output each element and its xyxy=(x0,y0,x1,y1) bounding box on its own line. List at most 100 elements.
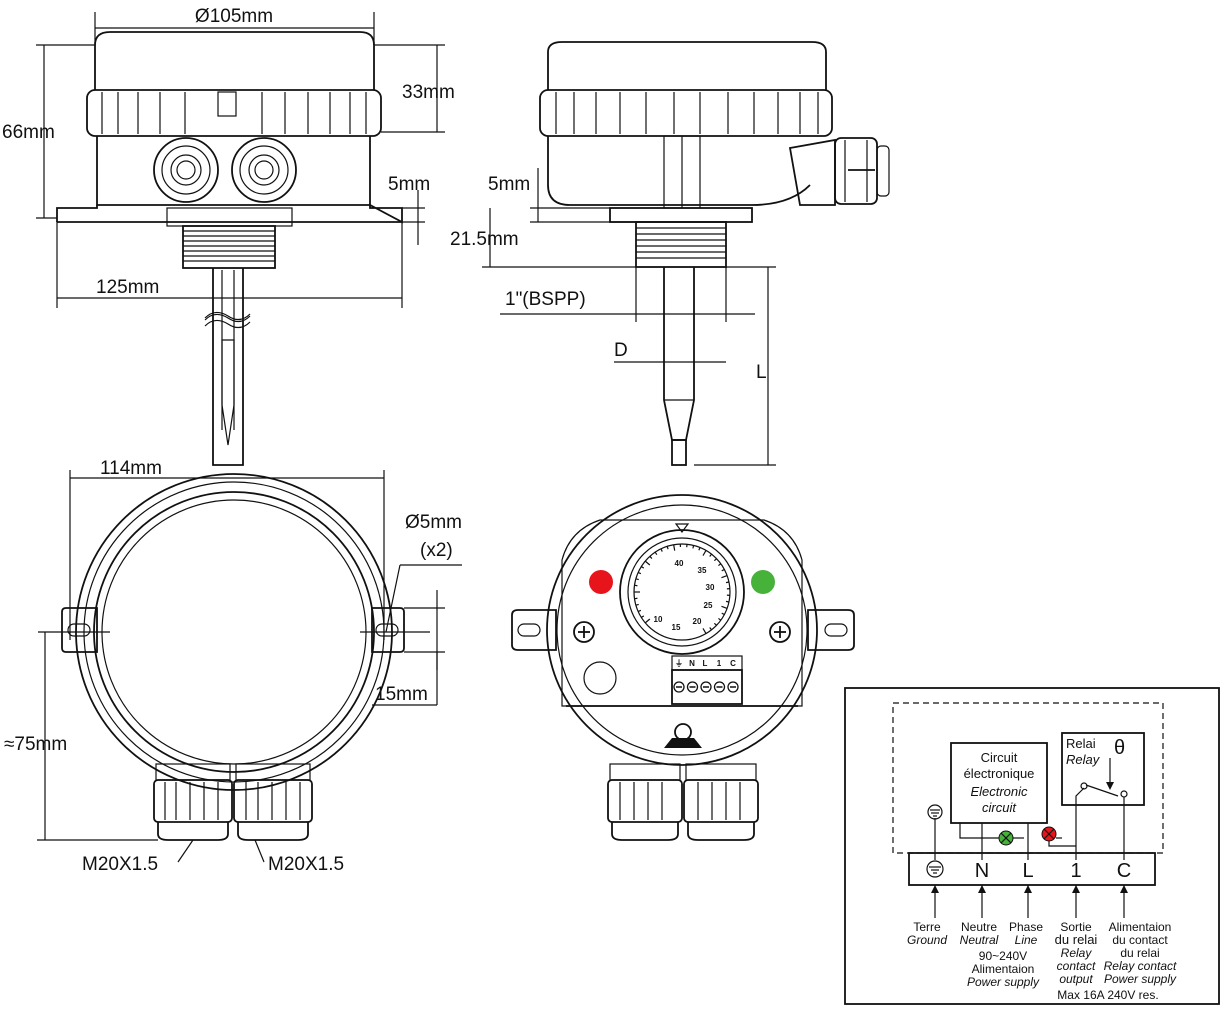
dial-tick-mark xyxy=(713,622,717,626)
dial-tick-mark xyxy=(718,617,722,621)
dial-tick-mark xyxy=(644,560,651,566)
dial-tick-mark xyxy=(666,546,669,550)
dial-tick-25: 25 xyxy=(704,601,713,610)
dim-hole-count: (x2) xyxy=(420,540,453,561)
label-alim-en-1: Relay contact xyxy=(1104,959,1177,973)
tb-l: L xyxy=(703,659,708,668)
label-neutral-fr: Neutre xyxy=(961,920,997,934)
dial-tick-30: 30 xyxy=(706,583,715,592)
label-gland-left: M20X1.5 xyxy=(82,854,158,875)
terminal-1: 1 xyxy=(1070,860,1081,882)
front-elevation-view: Ø105mm 66mm 33mm 5mm 125mm xyxy=(2,6,455,466)
led-red xyxy=(589,570,613,594)
dial-tick-mark xyxy=(721,605,728,609)
dial-tick-40: 40 xyxy=(675,559,684,568)
label-power-en: Power supply xyxy=(967,975,1040,989)
led-green xyxy=(751,570,775,594)
label-sortie-en-3: output xyxy=(1059,972,1093,986)
screw-right xyxy=(769,621,791,643)
label-sortie-1: Sortie xyxy=(1060,920,1092,934)
label-alim-2: du contact xyxy=(1112,933,1168,947)
ring-ribs xyxy=(101,91,367,134)
dial-tick-mark xyxy=(640,566,645,569)
dial-tick-mark xyxy=(644,618,651,624)
ground-terminal-symbol xyxy=(926,860,944,878)
dim-thread-height: 21.5mm xyxy=(450,229,519,250)
red-led-symbol xyxy=(1041,826,1076,847)
dial-tick-mark xyxy=(713,558,717,562)
dim-width-base: 125mm xyxy=(96,277,159,298)
terminal-n: N xyxy=(975,860,989,882)
screw-left xyxy=(573,621,595,643)
label-sortie-2: du relai xyxy=(1055,932,1098,947)
interior-glands xyxy=(607,763,759,841)
top-view: 114mm Ø5mm (x2) 15mm ≈75mm M20X1.5 M20X1… xyxy=(4,458,462,875)
dial-tick-mark xyxy=(640,615,645,618)
label-alim-en-2: Power supply xyxy=(1104,972,1177,986)
label-phase-fr: Phase xyxy=(1009,920,1043,934)
dim-thread-size: 1"(BSPP) xyxy=(505,289,586,310)
dial-tick-mark xyxy=(635,603,639,606)
circuit-fr-1: Circuit xyxy=(981,750,1018,765)
circuit-en-1: Electronic xyxy=(970,784,1028,799)
ground-symbol-top xyxy=(927,804,943,820)
label-alim-1: Alimentaion xyxy=(1109,920,1172,934)
front-glands xyxy=(153,137,297,203)
dim-probe-d: D xyxy=(614,340,628,361)
terminal-arrows xyxy=(931,885,1128,918)
relay-theta: θ xyxy=(1114,737,1125,759)
dial-tick-mark xyxy=(718,563,722,567)
label-neutral-en: Neutral xyxy=(960,933,999,947)
dial-tick-10: 10 xyxy=(654,615,663,624)
thread-lines-front xyxy=(183,230,275,262)
dial-tick-mark xyxy=(637,571,642,575)
dim-height-total: 66mm xyxy=(2,122,55,143)
relay-fr: Relai xyxy=(1066,736,1096,751)
dial-tick-mark xyxy=(702,628,707,634)
tb-1: 1 xyxy=(717,659,722,668)
dial-tick-mark xyxy=(721,612,725,616)
label-voltage: 90~240V xyxy=(979,949,1027,963)
dim-depth-top-view: ≈75mm xyxy=(4,734,67,755)
dial-tick-mark xyxy=(660,548,663,552)
dim-height-cover: 33mm xyxy=(402,82,455,103)
label-alim-fr: Alimentaion xyxy=(972,962,1035,976)
circuit-en-2: circuit xyxy=(982,800,1017,815)
dim-hole-spacing: 15mm xyxy=(375,684,428,705)
terminal-l: L xyxy=(1022,860,1033,882)
side-ring-ribs xyxy=(555,92,819,134)
terminal-screws xyxy=(673,681,739,693)
dial-tick-mark xyxy=(654,551,658,556)
label-max: Max 16A 240V res. xyxy=(1057,988,1158,1002)
dial-tick-mark xyxy=(709,627,713,631)
wiring-diagram: Circuit électronique Electronic circuit … xyxy=(844,687,1220,1005)
side-elevation-view: 5mm 21.5mm 1"(BSPP) D L xyxy=(450,41,890,466)
label-phase-en: Line xyxy=(1015,933,1038,947)
thread-lines-side xyxy=(636,227,726,259)
label-gland-right: M20X1.5 xyxy=(268,854,344,875)
label-alim-3: du relai xyxy=(1120,946,1159,960)
dial-tick-35: 35 xyxy=(698,566,707,575)
dial-tick-mark xyxy=(721,568,725,572)
dial-tick-mark xyxy=(698,547,701,551)
relay-en: Relay xyxy=(1066,752,1101,767)
circuit-fr-2: électronique xyxy=(964,766,1035,781)
label-ground-en: Ground xyxy=(907,933,947,947)
dial-tick-20: 20 xyxy=(693,617,702,626)
dial-tick-mark xyxy=(725,600,730,603)
dial-tick-mark xyxy=(637,609,642,613)
label-ground-fr: Terre xyxy=(913,920,941,934)
thermostat-dial: 40 35 30 25 20 15 10 xyxy=(619,523,745,655)
top-view-glands xyxy=(153,763,313,841)
green-led-symbol xyxy=(998,830,1014,846)
dim-hole-diameter: Ø5mm xyxy=(405,512,462,533)
dim-probe-l: L xyxy=(756,362,767,383)
brand-logo xyxy=(664,723,702,748)
dial-tick-mark xyxy=(692,545,695,549)
interior-view: 40 35 30 25 20 15 10 ⏚ N L 1 C xyxy=(511,494,855,841)
dial-tick-mark xyxy=(673,544,676,551)
dim-diameter-top: Ø105mm xyxy=(195,6,273,27)
dim-width-top-view: 114mm xyxy=(100,458,162,479)
